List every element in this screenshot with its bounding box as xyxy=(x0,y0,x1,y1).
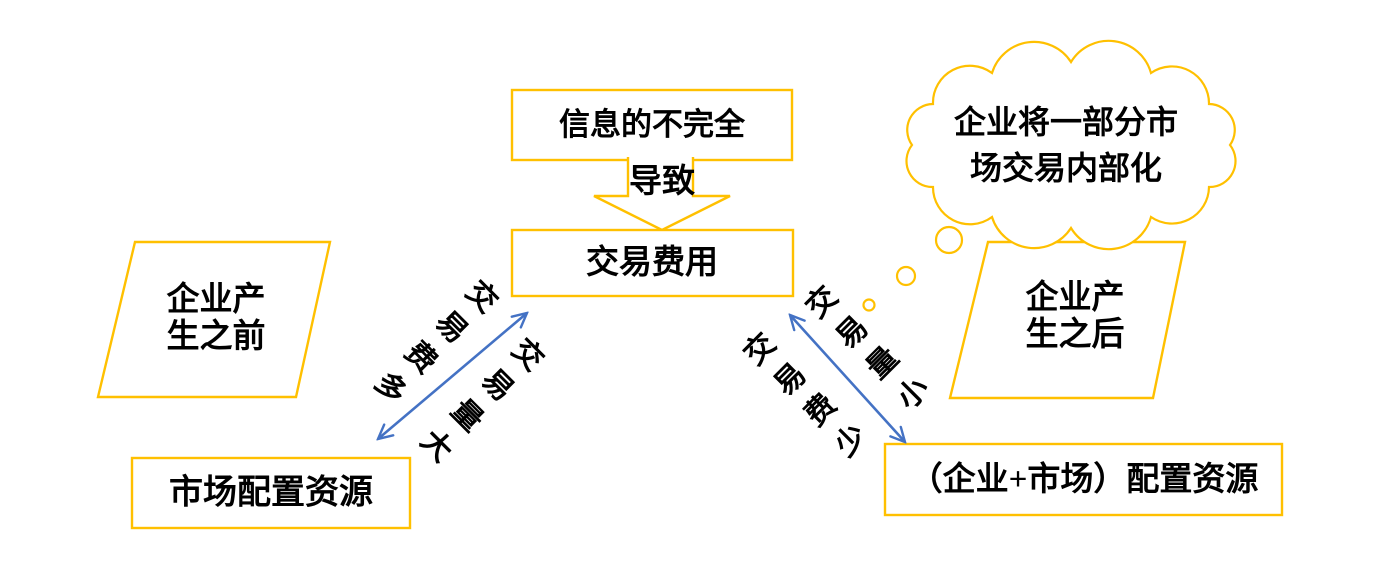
firm-market-allocation-box xyxy=(883,442,1284,517)
before-firm-line1: 企业产 xyxy=(166,282,266,318)
transaction-cost-label: 交易费用 xyxy=(586,244,718,281)
market-allocation-label: 市场配置资源 xyxy=(169,474,373,512)
incomplete-information-label: 信息的不完全 xyxy=(559,106,745,142)
left-double-arrow xyxy=(378,313,527,439)
before-firm-line2: 生之前 xyxy=(166,319,266,355)
after-firm-label: 企业产 生之后 xyxy=(1026,280,1125,354)
incomplete-information-box xyxy=(510,88,794,162)
thought-bubble-circle-medium xyxy=(895,265,917,287)
after-firm-line1: 企业产 xyxy=(1025,280,1125,316)
thought-cloud-label: 企业将一部分市 场交易内部化 xyxy=(954,99,1178,191)
thought-bubble-circle-small xyxy=(862,298,876,312)
thought-cloud xyxy=(905,39,1237,251)
before-firm-label: 企业产 生之前 xyxy=(167,282,266,356)
market-allocation-box xyxy=(130,456,412,530)
thought-bubble-circle-large xyxy=(934,225,964,255)
firm-market-allocation-label: （企业+市场）配置资源 xyxy=(909,461,1259,498)
transaction-cost-box xyxy=(510,228,795,298)
causes-label: 导致 xyxy=(629,163,695,200)
right-double-arrow xyxy=(790,315,905,442)
before-firm-parallelogram xyxy=(96,240,332,399)
thought-cloud-line1: 企业将一部分市 xyxy=(953,104,1179,140)
after-firm-line2: 生之后 xyxy=(1025,317,1125,353)
thought-cloud-line2: 场交易内部化 xyxy=(969,150,1163,186)
